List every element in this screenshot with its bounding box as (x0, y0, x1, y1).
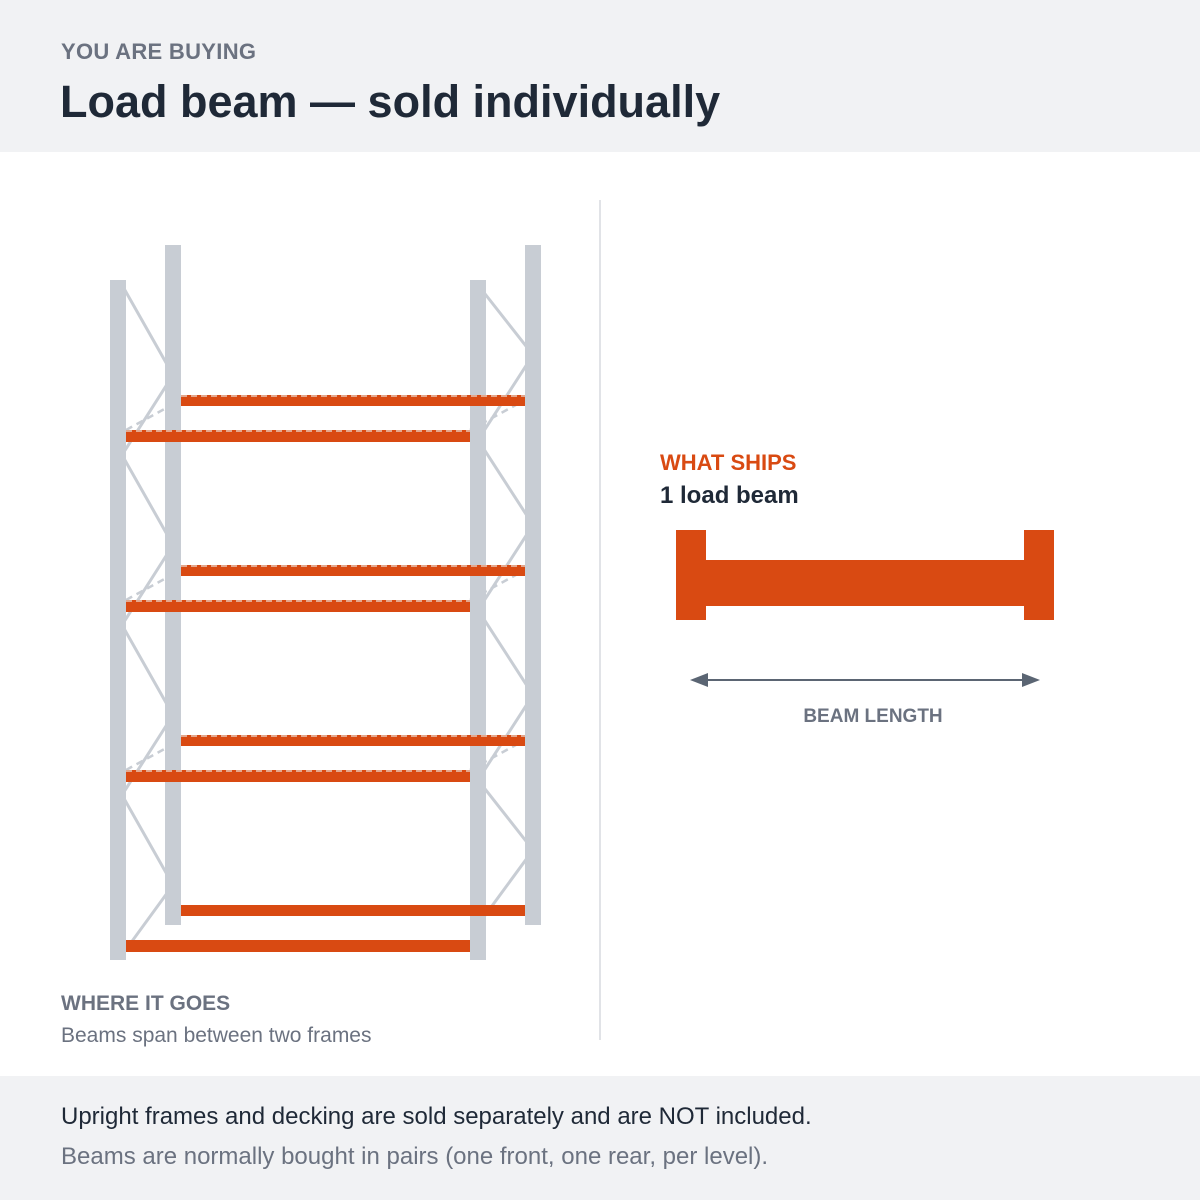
front-right-upright (470, 280, 486, 960)
rear-right-upright (525, 245, 541, 925)
what-ships-label: WHAT SHIPS (660, 450, 797, 475)
left-end-connector (676, 530, 706, 620)
not-included-note: Upright frames and decking are sold sepa… (61, 1103, 812, 1130)
pairs-note: Beams are normally bought in pairs (one … (61, 1143, 769, 1170)
dimension-arrow (690, 673, 1040, 687)
beam-body (706, 560, 1024, 606)
arrow-right-head (1022, 673, 1040, 687)
beam-shape (676, 530, 1054, 620)
beam-length-label: BEAM LENGTH (803, 706, 943, 727)
where-it-goes-title: WHERE IT GOES (61, 992, 231, 1015)
rack-illustration (110, 245, 541, 960)
rear-left-upright (165, 245, 181, 925)
upright-posts (110, 245, 541, 960)
eyebrow-label: YOU ARE BUYING (61, 39, 257, 64)
ships-quantity: 1 load beam (660, 482, 799, 509)
where-it-goes-subtitle: Beams span between two frames (61, 1024, 372, 1047)
arrow-left-head (690, 673, 708, 687)
single-beam-illustration (676, 530, 1054, 687)
front-beams (126, 430, 470, 952)
front-left-upright (110, 280, 126, 960)
beam-top-highlights (126, 395, 525, 772)
page-title: Load beam — sold individually (60, 76, 721, 127)
rear-beams (181, 395, 525, 916)
column-divider (599, 200, 601, 1040)
depth-connectors (125, 398, 526, 772)
header-band: YOU ARE BUYING Load beam — sold individu… (0, 0, 1200, 152)
right-end-connector (1024, 530, 1054, 620)
footer-band (0, 1076, 1200, 1200)
